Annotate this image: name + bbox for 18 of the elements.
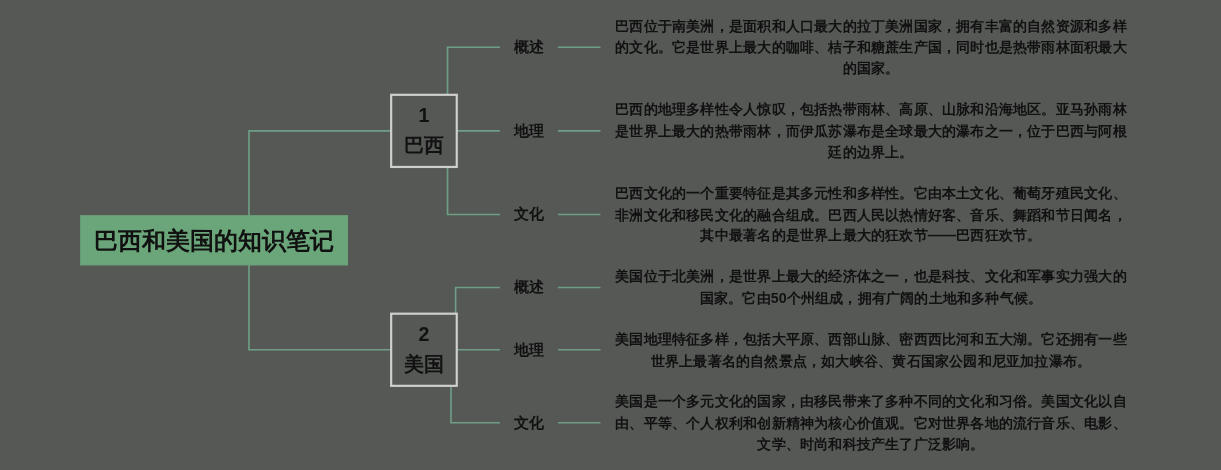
- node-text: 巴西的地理多样性令人惊叹，包括热带雨林、高原、山脉和沿海地区。亚马孙雨林是世界上最大的热带雨林，而伊瓜苏瀑布是全球最大的瀑布之一，位于巴西与阿根廷的边界上。: [614, 101, 1127, 161]
- node-text: 美国位于北美洲，是世界上最大的经济体之一，也是科技、文化和军事实力强大的国家。它由50个州组成，拥有广阔的土地和多种气候。: [614, 268, 1127, 307]
- node-text: 美国是一个多元文化的国家，由移民带来了多种不同的文化和习俗。美国文化以自由、平等、个人权利和创新精神为核心价值观。它对世界各地的流行音乐、电影、文学、时尚和科技产生了广泛影响。: [614, 392, 1127, 452]
- connector: [446, 166, 501, 216]
- node-box: [389, 312, 458, 387]
- node-box: [79, 215, 348, 266]
- node-box: [389, 93, 458, 169]
- node-text: 地理: [513, 340, 544, 358]
- node-text: 文化: [513, 413, 544, 431]
- connector: [449, 385, 501, 424]
- node-text: 文化: [513, 205, 544, 223]
- node-text: 概述: [513, 37, 544, 56]
- mind-map: 巴西和美国的知识笔记 1 巴西 概述 巴西位于南美洲，是面积和人口最大的拉丁美洲国家，拥有丰富的自然资源和多样的文化。它是世界上最大的咖啡、桔子和糖蔗生产国，同时也是热带雨林面积最大的国家。 地理 巴西的地理多样性令人惊叹，包括热带雨林、高原、山脉和沿海地区。亚马孙雨林是世界上最大的热带雨林，而伊瓜苏瀑布是全球最大的瀑布之一，位于巴西与阿根廷的边界上。 文化 巴西文化的一个重要特征是其多元性和多样性。它由本土文化、葡萄牙殖民文化、非洲文化和移民文化的融合组成。巴西人民以热情好客、音乐、舞蹈和节日闻名，其中最著名的是世界上最大的狂欢节——巴西狂欢节。 2 美国 概述 美国位于北美洲，是世界上最大的经济体之一，也是科技、文化和军事实力强大的国家。它由50个州组成，拥有广阔的土地和多种气候。 地理 美国地理特征多样，包括大平原、西部山脉、密西西比河和五大湖。它还拥有一些世界上最著名的自然景点，如大峡谷、黄石国家公园和尼亚加拉瀑布。 文化 美国是一个多元文化的国家，由移民带来了多种不同的文化和习俗。美国文化以自由、平等、个人权利和创新精神为核心价值观。它对世界各地的流行音乐、电影、文学、时尚和科技产生了广泛影响。: [71, 0, 1150, 470]
- node-text: 美国地理特征多样，包括大平原、西部山脉、密西西比河和五大湖。它还拥有一些世界上最著名的自然景点，如大峡谷、黄石国家公园和尼亚加拉瀑布。: [614, 330, 1127, 369]
- node-text: 地理: [513, 121, 544, 140]
- node-text: 概述: [513, 278, 544, 296]
- node-text: 巴西文化的一个重要特征是其多元性和多样性。它由本土文化、葡萄牙殖民文化、非洲文化和移民文化的融合组成。巴西人民以热情好客、音乐、舞蹈和节日闻名，其中最著名的是世界上最大的狂欢节——巴西狂欢节。: [614, 184, 1127, 244]
- node-text: 巴西位于南美洲，是面积和人口最大的拉丁美洲国家，拥有丰富的自然资源和多样的文化。它是世界上最大的咖啡、桔子和糖蔗生产国，同时也是热带雨林面积最大的国家。: [614, 17, 1127, 77]
